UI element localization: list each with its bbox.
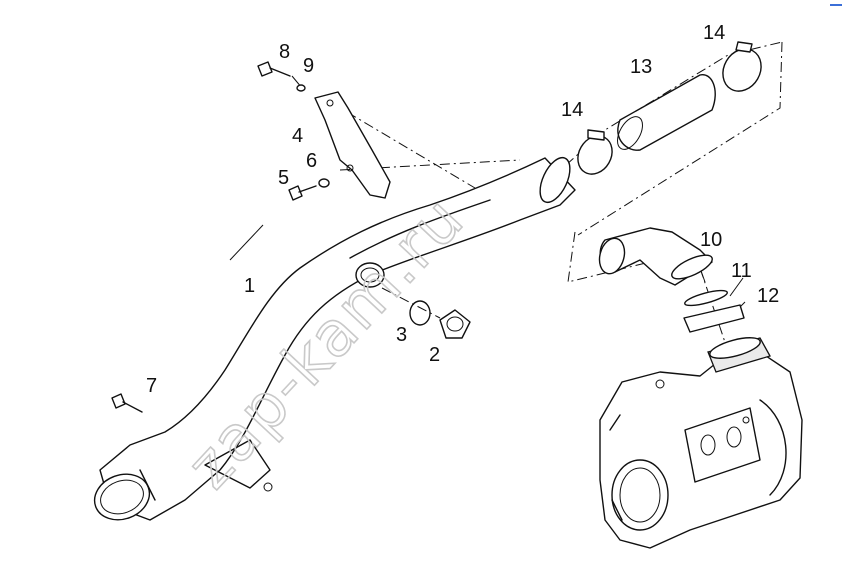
callout-7: 7 <box>146 375 157 397</box>
callout-12: 12 <box>757 285 779 307</box>
watermark-text: zap-kam.ru <box>173 182 479 502</box>
callout-9: 9 <box>303 55 314 77</box>
turbocharger <box>599 337 803 549</box>
callout-2: 2 <box>429 344 440 366</box>
hose-clamp-parts-13-14 <box>577 41 762 175</box>
callout-numbers: 8 9 4 6 5 1 3 2 7 14 13 14 10 11 12 <box>146 22 779 397</box>
callout-1: 1 <box>244 275 255 297</box>
callout-3: 3 <box>396 324 407 346</box>
callout-8: 8 <box>279 41 290 63</box>
corner-mark <box>830 4 842 9</box>
seal-plug-parts-2-3 <box>355 262 471 339</box>
callout-5: 5 <box>278 167 289 189</box>
callout-13: 13 <box>630 56 652 78</box>
callout-14-mid: 14 <box>561 99 583 121</box>
callout-6: 6 <box>306 150 317 172</box>
callout-14-top: 14 <box>703 22 725 44</box>
fasteners <box>111 61 330 413</box>
callout-10: 10 <box>700 229 722 251</box>
callout-11: 11 <box>731 260 752 282</box>
bracket-part-4 <box>314 91 391 199</box>
watermark: zap-kam.ru <box>172 181 479 503</box>
elbow-gasket-parts-10-12 <box>598 227 745 333</box>
callout-4: 4 <box>292 125 303 147</box>
